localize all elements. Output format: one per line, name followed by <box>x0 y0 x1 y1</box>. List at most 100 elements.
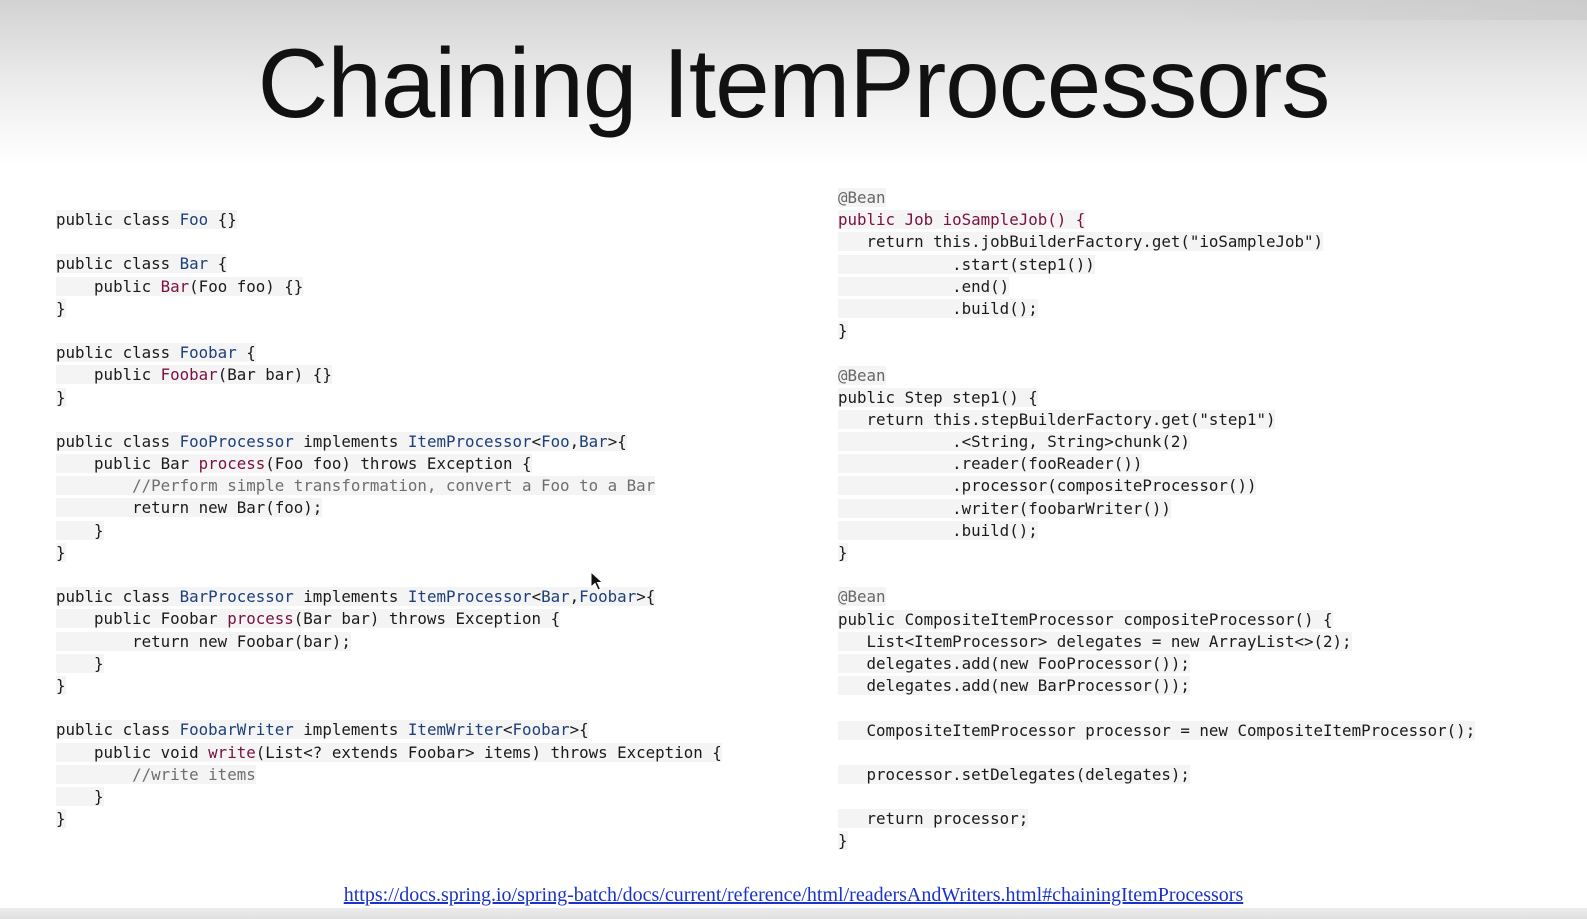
code-line: public class FooProcessor implements Ite… <box>56 431 722 453</box>
code-line: .build(); <box>838 520 1475 542</box>
code-token-plain: } <box>56 786 104 806</box>
code-token-plain: .reader(fooReader()) <box>838 454 1143 474</box>
code-line: } <box>56 542 722 564</box>
code-token-plain: return new Bar(foo); <box>56 498 323 518</box>
code-token-plain: .build(); <box>838 520 1038 540</box>
code-token-method: process <box>227 609 294 629</box>
code-token-type: ItemProcessor <box>407 587 532 607</box>
code-line: } <box>838 830 1475 852</box>
code-line: } <box>56 786 722 808</box>
code-line <box>838 697 1475 719</box>
code-line: return this.stepBuilderFactory.get("step… <box>838 409 1475 431</box>
code-token-plain: } <box>56 387 66 407</box>
code-token-plain: (Bar bar) {} <box>217 365 332 385</box>
code-token-plain: delegates.add(new FooProcessor()); <box>838 653 1190 673</box>
code-line <box>56 697 722 719</box>
code-token-plain: < <box>531 431 542 451</box>
code-line: public class Foobar { <box>56 342 722 364</box>
code-token-plain: List<ItemProcessor> delegates = new Arra… <box>838 631 1352 651</box>
code-token-plain: public class <box>56 210 180 229</box>
code-token-anno: @Bean <box>838 188 886 207</box>
code-token-plain: (Foo foo) throws Exception { <box>265 454 532 474</box>
code-token-plain: public <box>56 365 161 385</box>
code-token-type: ItemWriter <box>407 720 504 740</box>
code-line <box>838 786 1475 808</box>
code-line: } <box>56 675 722 697</box>
code-line: .reader(fooReader()) <box>838 453 1475 475</box>
code-line: @Bean <box>838 365 1475 387</box>
code-token-plain: return this.jobBuilderFactory.get("ioSam… <box>838 232 1324 252</box>
code-block-item-classes: public class Foo {}public class Bar { pu… <box>56 209 722 830</box>
code-line: public class FoobarWriter implements Ite… <box>56 719 722 741</box>
code-line: public Bar process(Foo foo) throws Excep… <box>56 453 722 475</box>
code-token-anno: @Bean <box>838 365 886 385</box>
code-token-plain: , <box>569 587 580 607</box>
code-line: return new Bar(foo); <box>56 497 722 519</box>
code-line: CompositeItemProcessor processor = new C… <box>838 720 1476 742</box>
code-line: return processor; <box>838 808 1475 830</box>
code-token-type: Bar <box>179 254 209 274</box>
code-token-plain: (Bar bar) throws Exception { <box>293 609 561 629</box>
code-token-comment: //Perform simple transformation, convert… <box>56 476 656 496</box>
code-line: public Bar(Foo foo) {} <box>56 276 722 298</box>
code-token-plain: } <box>56 542 66 562</box>
code-token-type: ItemProcessor <box>407 431 532 451</box>
code-line <box>838 564 1475 586</box>
code-line <box>56 231 722 253</box>
code-line: } <box>56 653 722 675</box>
code-token-method: Foobar <box>160 365 218 385</box>
code-line: } <box>838 542 1475 564</box>
code-line <box>56 409 722 431</box>
code-line: delegates.add(new FooProcessor()); <box>838 653 1475 675</box>
code-token-plain: return processor; <box>838 809 1029 829</box>
code-token-plain: public void <box>56 742 209 762</box>
code-token-plain: , <box>569 431 580 451</box>
slide-title: Chaining ItemProcessors <box>257 28 1331 138</box>
code-line <box>56 564 722 586</box>
code-line: public void write(List<? extends Foobar>… <box>56 742 722 764</box>
code-token-anno: @Bean <box>838 587 886 607</box>
code-token-plain: .processor(compositeProcessor()) <box>838 476 1257 496</box>
code-line: return new Foobar(bar); <box>56 631 722 653</box>
code-line: public Step step1() { <box>838 387 1475 409</box>
code-token-plain: } <box>838 543 848 562</box>
code-line: } <box>56 808 722 830</box>
code-line: public Job ioSampleJob() { <box>838 209 1475 231</box>
code-token-plain: } <box>838 831 848 851</box>
code-line: return this.jobBuilderFactory.get("ioSam… <box>838 231 1475 253</box>
code-line: .start(step1()) <box>838 254 1475 276</box>
code-line: .end() <box>838 276 1475 298</box>
code-token-plain: >{ <box>569 720 589 740</box>
code-token-plain: public class <box>56 587 180 607</box>
code-token-plain: } <box>56 809 66 829</box>
code-line: .build(); <box>838 298 1475 320</box>
code-token-plain: CompositeItemProcessor processor = new C… <box>838 720 1476 740</box>
code-token-plain: public Bar <box>56 454 199 474</box>
code-token-plain: >{ <box>607 431 627 451</box>
code-token-comment: //write items <box>56 764 256 784</box>
code-token-type: Foo <box>541 431 570 451</box>
code-block-bean-config: @Bean public Job ioSampleJob() { return t… <box>838 187 1476 853</box>
code-token-type: Foobar <box>179 343 237 363</box>
code-token-plain: < <box>531 587 542 607</box>
code-token-plain: public class <box>56 720 180 740</box>
code-token-plain: return this.stepBuilderFactory.get("step… <box>838 409 1276 429</box>
code-token-plain: delegates.add(new BarProcessor()); <box>838 676 1190 696</box>
code-line <box>56 320 722 342</box>
code-token-type: FoobarWriter <box>179 720 294 740</box>
code-line: public Foobar(Bar bar) {} <box>56 364 722 386</box>
reference-link[interactable]: https://docs.spring.io/spring-batch/docs… <box>343 884 1244 906</box>
code-token-type: Foo <box>179 210 209 229</box>
code-line: public class BarProcessor implements Ite… <box>56 586 722 608</box>
code-line: .processor(compositeProcessor()) <box>838 475 1475 497</box>
code-token-plain: public class <box>56 343 180 363</box>
bottom-bar <box>0 908 1587 919</box>
code-token-plain: >{ <box>636 587 656 607</box>
code-line: //write items <box>56 764 722 786</box>
code-token-plain: public Foobar <box>56 609 228 629</box>
code-token-type: BarProcessor <box>179 587 294 607</box>
code-token-plain: .writer(foobarWriter()) <box>838 498 1171 518</box>
code-line: } <box>838 320 1475 342</box>
code-token-type: FooProcessor <box>179 431 294 451</box>
code-line: @Bean <box>838 187 1475 209</box>
